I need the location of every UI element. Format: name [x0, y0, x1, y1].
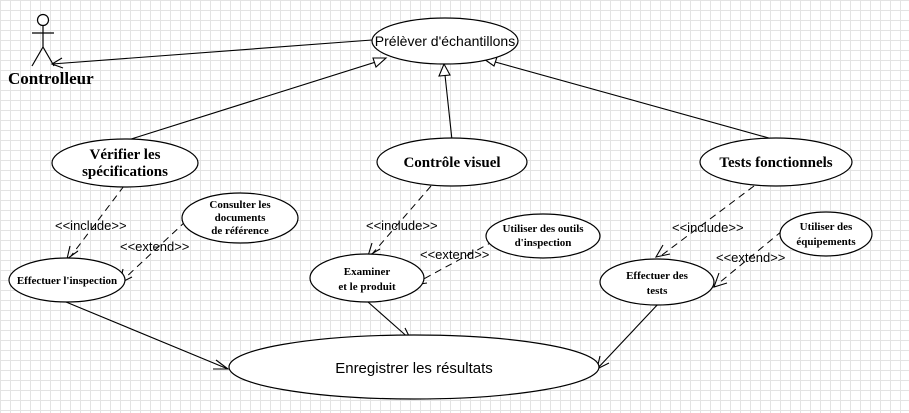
- include-tests-effectuer: [654, 185, 755, 258]
- use-case-effectuer-tests[interactable]: Effectuer des tests: [599, 258, 715, 306]
- use-case-utiliser-outils-label-2: d'inspection: [515, 237, 572, 249]
- actor-left-leg: [31, 46, 44, 67]
- use-case-effectuer-inspection-label: Effectuer l'inspection: [17, 275, 117, 287]
- use-case-examiner-label-1: Examiner: [344, 266, 391, 278]
- use-case-verifier-label-2: spécifications: [82, 164, 168, 180]
- use-case-controle-label: Contrôle visuel: [403, 155, 500, 171]
- generalization-controle: [438, 62, 453, 141]
- use-case-consulter-label-2: documents: [215, 212, 266, 224]
- extend-equipements-effectuer: [713, 230, 783, 288]
- use-case-tests-label: Tests fonctionnels: [719, 155, 832, 171]
- association-prelever-actor: [50, 39, 373, 69]
- use-case-tests[interactable]: Tests fonctionnels: [699, 137, 853, 187]
- use-case-consulter-label-3: de référence: [211, 225, 269, 237]
- generalization-tests: [482, 56, 777, 141]
- stereotype-include-controle: <<include>>: [366, 218, 438, 233]
- stereotype-extend-consulter: <<extend>>: [120, 239, 189, 254]
- actor-head: [36, 13, 50, 27]
- stereotype-include-verifier: <<include>>: [55, 218, 127, 233]
- use-case-utiliser-equipements[interactable]: Utiliser des équipements: [779, 211, 873, 257]
- actor-controlleur[interactable]: Controlleur: [8, 13, 94, 89]
- association-inspection-enregistrer: [65, 301, 230, 370]
- use-case-enregistrer-label: Enregistrer les résultats: [335, 360, 493, 377]
- use-case-consulter[interactable]: Consulter les documents de référence: [181, 192, 299, 244]
- use-case-prelever-label: Prélèver d'échantillons: [375, 33, 515, 49]
- use-case-utiliser-equipements-label-2: équipements: [796, 236, 856, 248]
- use-case-verifier[interactable]: Vérifier les spécifications: [51, 138, 199, 188]
- use-case-effectuer-inspection[interactable]: Effectuer l'inspection: [8, 257, 126, 303]
- stereotype-extend-outils: <<extend>>: [420, 247, 489, 262]
- stereotype-extend-equipements: <<extend>>: [716, 250, 785, 265]
- generalization-verifier: [127, 57, 388, 141]
- stereotype-include-tests: <<include>>: [672, 220, 744, 235]
- use-case-prelever[interactable]: Prélèver d'échantillons: [371, 17, 519, 65]
- use-case-effectuer-tests-label-1: Effectuer des: [626, 270, 689, 282]
- use-case-utiliser-equipements-label-1: Utiliser des: [800, 221, 853, 233]
- association-examiner-enregistrer: [367, 301, 413, 341]
- use-case-controle[interactable]: Contrôle visuel: [376, 137, 528, 187]
- use-case-consulter-label-1: Consulter les: [209, 199, 271, 211]
- use-case-effectuer-tests-label-2: tests: [647, 285, 668, 297]
- use-case-utiliser-outils-label-1: Utiliser des outils: [502, 223, 584, 235]
- use-case-verifier-label-1: Vérifier les: [90, 147, 161, 163]
- actor-label: Controlleur: [8, 69, 94, 88]
- association-effectuer-enregistrer: [596, 301, 661, 371]
- use-case-utiliser-outils[interactable]: Utiliser des outils d'inspection: [485, 213, 601, 259]
- use-case-enregistrer[interactable]: Enregistrer les résultats: [228, 334, 600, 400]
- use-case-examiner-label-2: et le produit: [338, 281, 396, 293]
- use-case-examiner[interactable]: Examiner et le produit: [309, 253, 425, 303]
- actor-right-leg: [42, 46, 55, 67]
